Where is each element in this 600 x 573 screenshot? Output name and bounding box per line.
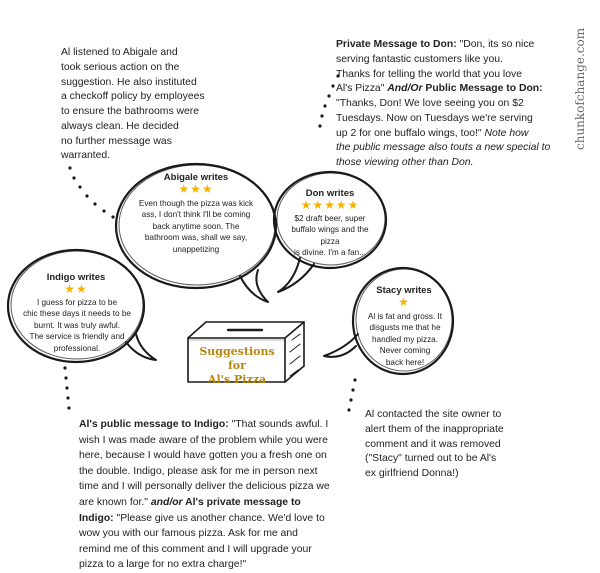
don-private-label: Private Message to Don:	[336, 39, 457, 50]
don-response-note: Private Message to Don: "Don, its so nic…	[336, 39, 551, 169]
stacy-bubble-text: Al is fat and gross. It disgusts me that…	[367, 312, 443, 367]
don-stars: ★★★★★	[282, 198, 378, 212]
star-icon: ★	[347, 198, 360, 212]
indigo-connector-dots	[63, 366, 71, 410]
star-icon: ★	[64, 282, 76, 296]
abigale-connector-dots	[68, 166, 115, 219]
abigale-bubble-text: Even though the pizza was kick ass, I do…	[138, 199, 254, 254]
watermark-text: chunkofchange.com	[573, 27, 587, 150]
don-connector-dots	[318, 74, 340, 128]
suggestion-box-label: Suggestions for Al's Pizza	[199, 345, 275, 386]
stacy-response-note: Al contacted the site owner to alert the…	[365, 409, 504, 480]
star-icon: ★	[190, 182, 202, 196]
watermark: chunkofchange.com	[560, 10, 594, 150]
star-icon: ★	[178, 182, 191, 196]
indigo-bubble-title: Indigo writes	[46, 272, 106, 283]
don-public-label: Public Message to Don:	[422, 83, 543, 95]
abigale-bubble-title: Abigale writes	[163, 172, 229, 183]
star-icon: ★	[201, 182, 214, 196]
star-icon: ★	[76, 282, 88, 296]
star-icon: ★	[300, 198, 313, 212]
indigo-response-note: Al's public message to Indigo: "That sou…	[79, 419, 330, 571]
don-bubble-text: $2 draft beer, super buffalo wings and t…	[291, 214, 369, 258]
abigale-stars: ★★★	[136, 182, 256, 196]
stacy-connector-dots	[347, 378, 357, 412]
indigo-private-label: Al's private message to Indigo:	[79, 497, 301, 524]
indigo-stars: ★★	[26, 282, 126, 296]
star-icon: ★	[324, 198, 336, 212]
stacy-stars: ★	[362, 295, 446, 309]
dotted-connectors	[63, 74, 357, 412]
stacy-bubble-outline	[323, 266, 455, 376]
indigo-bubble-outline	[6, 248, 157, 364]
indigo-public-label: Al's public message to Indigo:	[79, 419, 229, 430]
indigo-bubble-text: I guess for pizza to be chic these days …	[23, 298, 131, 353]
star-icon: ★	[398, 295, 410, 309]
suggestion-box-drawing	[187, 321, 305, 383]
abigale-response-note: Al listened to Abigale and took serious …	[61, 47, 205, 162]
star-icon: ★	[312, 198, 325, 212]
don-bubble-outline	[272, 170, 388, 293]
don-bubble-title: Don writes	[305, 188, 355, 199]
stacy-bubble-title: Stacy writes	[376, 285, 432, 296]
star-icon: ★	[335, 198, 348, 212]
